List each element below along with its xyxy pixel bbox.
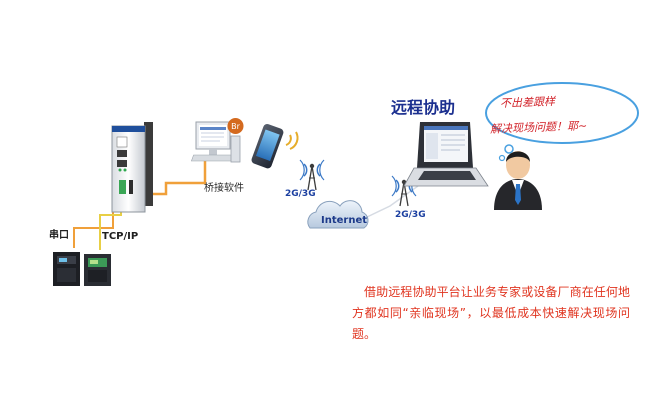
desktop-pc: Br — [190, 118, 244, 163]
serial-server-device — [111, 122, 153, 213]
network-label-right: 2G/3G — [395, 210, 426, 220]
description-text: 借助远程协助平台让业务专家或设备厂商在任何地方都如同“亲临现场”，以最低成本快速… — [352, 285, 630, 341]
wireless-signal-icon — [285, 131, 299, 150]
antenna-tower-left — [299, 159, 325, 191]
internet-label: Internet — [321, 215, 368, 226]
ethernet-cable — [140, 160, 207, 196]
internet-cloud — [307, 200, 369, 229]
tcpip-label: TCP/IP — [102, 231, 139, 242]
link-line — [364, 185, 419, 219]
network-label-left: 2G/3G — [285, 189, 316, 199]
person-icon — [494, 151, 542, 210]
smartphone — [251, 123, 284, 169]
laptop — [403, 122, 489, 187]
badge-label: Br — [231, 122, 240, 131]
inverter-device-left — [53, 252, 80, 286]
bridge-software-label: 桥接软件 — [204, 183, 244, 194]
inverter-device-right — [84, 254, 111, 286]
bubble-text-line2: 解决现场问题！耶~ — [489, 119, 588, 136]
bridge-badge-icon — [227, 118, 244, 134]
thought-bubble — [485, 82, 639, 162]
page-title: 远程协助 — [391, 98, 456, 117]
serial-label: 串口 — [49, 230, 69, 241]
bubble-text-line1: 不出差跟样 — [499, 95, 556, 110]
